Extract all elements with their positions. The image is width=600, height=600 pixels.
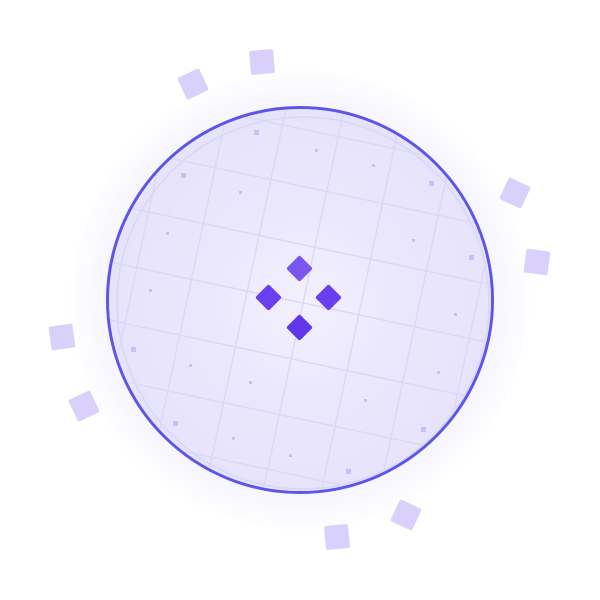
central-disc <box>106 106 494 494</box>
disc-grid-pattern <box>109 109 491 491</box>
floating-square-icon <box>323 523 351 551</box>
floating-square-icon <box>48 323 76 351</box>
floating-square-icon <box>523 248 551 276</box>
floating-square-icon <box>248 48 276 76</box>
